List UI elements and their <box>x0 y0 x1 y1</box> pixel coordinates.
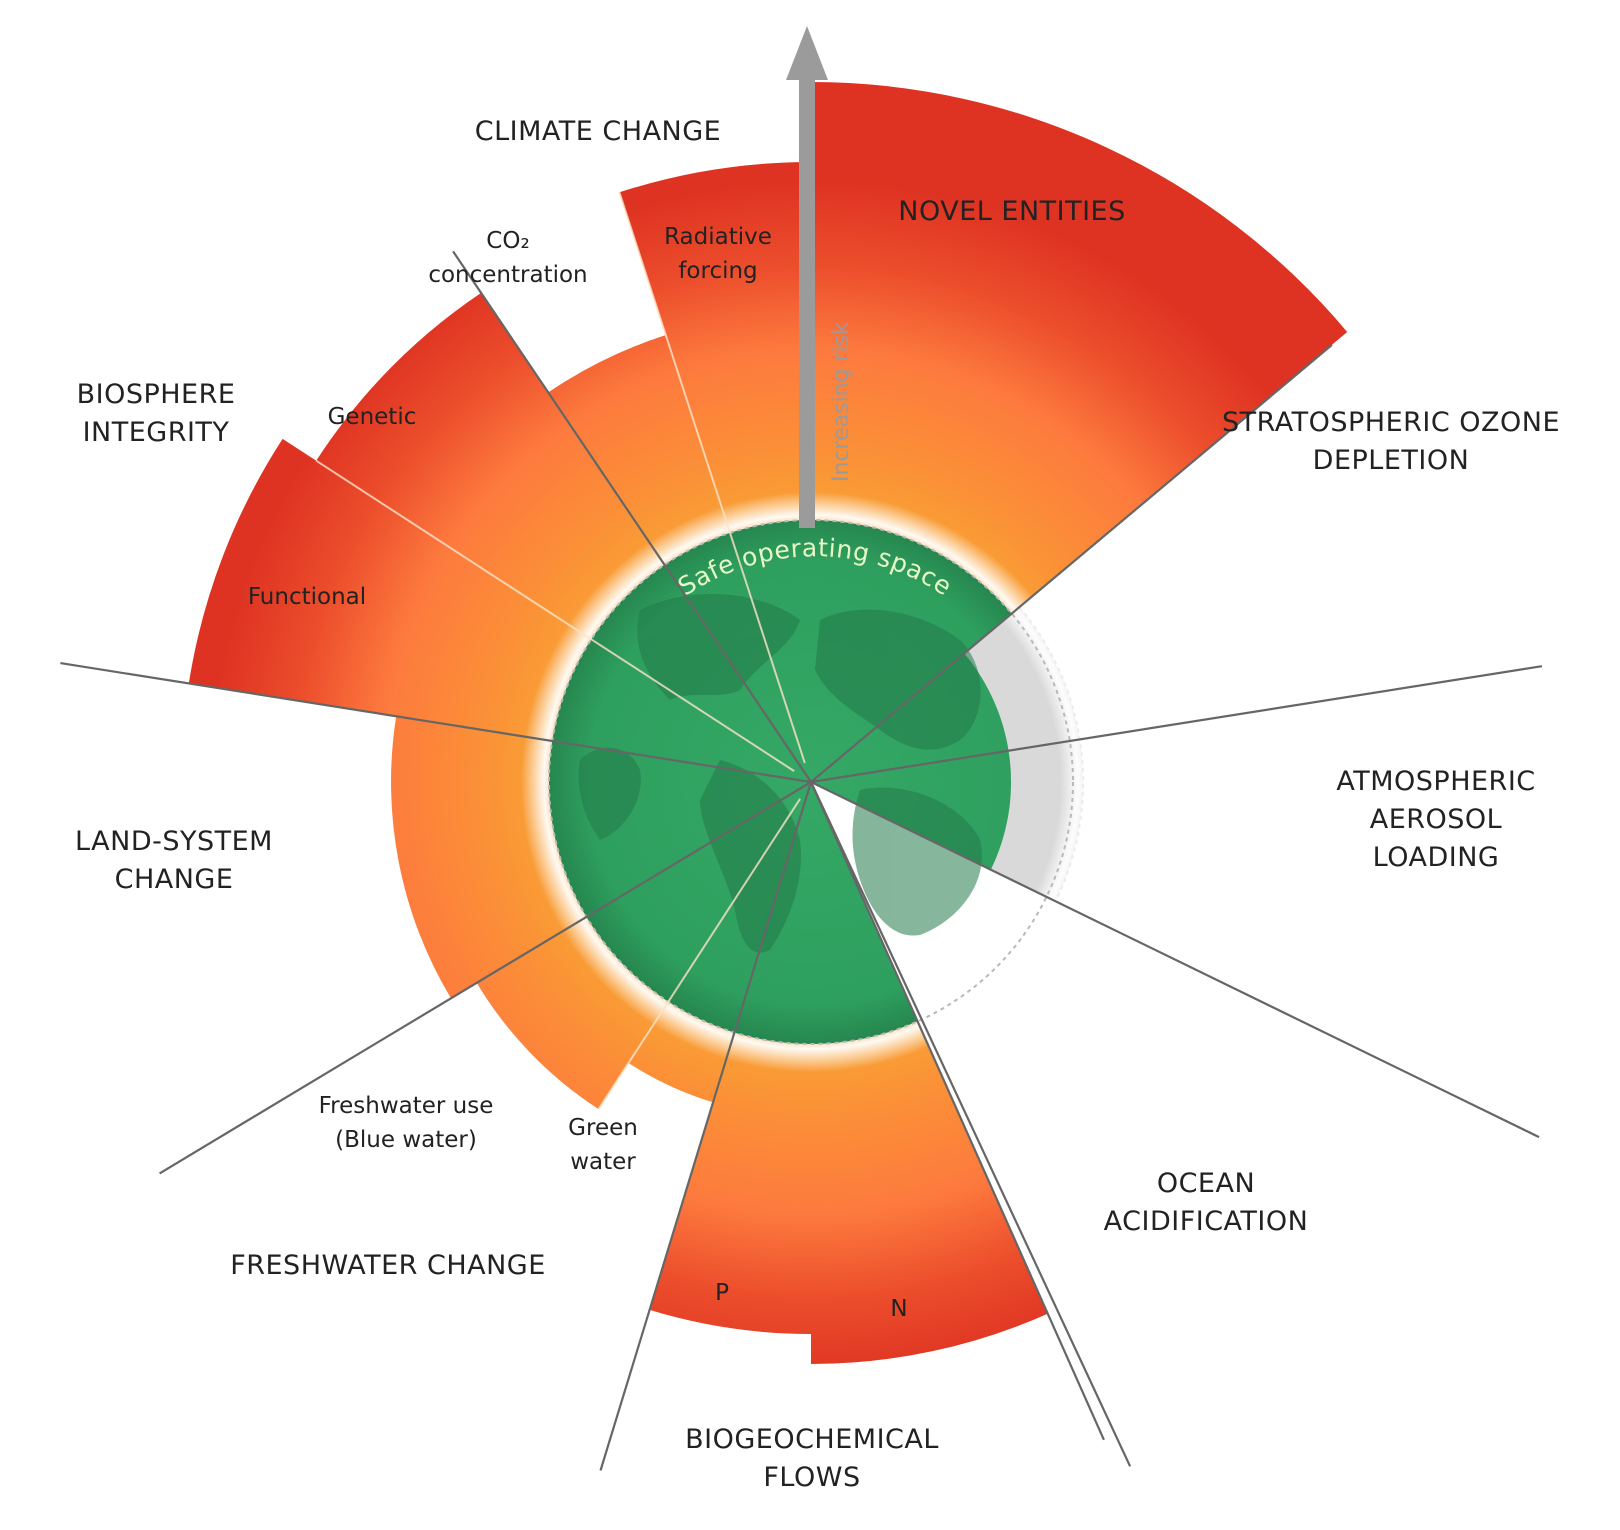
label-climate-change-line: CLIMATE CHANGE <box>475 116 721 147</box>
label-biogeochemical-flows-line: FLOWS <box>763 1462 860 1493</box>
risk-wedge-genetic <box>316 292 668 642</box>
sublabel-nitrogen-line: N <box>890 1296 907 1322</box>
label-atmospheric-aerosol-loading-line: ATMOSPHERIC <box>1336 766 1535 797</box>
sublabel-freshwater-use-blue-water-line: Freshwater use <box>319 1093 494 1119</box>
label-climate-change: CLIMATE CHANGE <box>475 116 721 147</box>
increasing-risk-arrow-icon <box>786 26 828 528</box>
divider-line-4 <box>810 781 1132 1467</box>
sublabel-functional-line: Functional <box>248 584 366 610</box>
label-land-system-change-line: LAND-SYSTEM <box>75 826 273 857</box>
label-freshwater-change-line: FRESHWATER CHANGE <box>230 1250 546 1281</box>
label-ocean-acidification-line: ACIDIFICATION <box>1104 1206 1309 1237</box>
label-atmospheric-aerosol-loading: ATMOSPHERIC AEROSOL LOADING <box>1336 766 1535 873</box>
sublabel-radiative-forcing-line: forcing <box>678 258 757 284</box>
risk-wedge-novel-entities <box>811 82 1348 617</box>
increasing-risk-label: Increasing risk <box>829 322 854 482</box>
label-atmospheric-aerosol-loading-line: AEROSOL <box>1370 804 1502 835</box>
label-stratospheric-ozone-depletion: STRATOSPHERIC OZONE DEPLETION <box>1222 407 1560 476</box>
risk-wedge-functional <box>188 438 596 742</box>
label-biosphere-integrity-line: INTEGRITY <box>83 417 230 448</box>
divider-line-9 <box>452 250 812 783</box>
sublabel-co2-concentration-line: CO₂ <box>486 228 529 254</box>
divider-line-2 <box>810 665 1543 784</box>
risk-wedge-nitrogen <box>811 1016 1048 1364</box>
divider-line-5 <box>809 781 1105 1441</box>
boundary-dividers <box>60 191 1543 1471</box>
sublabel-freshwater-use-blue-water: Freshwater use (Blue water) <box>319 1093 494 1153</box>
label-stratospheric-ozone-depletion-line: STRATOSPHERIC OZONE <box>1222 407 1560 438</box>
divider-line-7 <box>159 781 812 1175</box>
continents-icon <box>578 593 982 953</box>
sub-divider-line-1 <box>618 191 806 764</box>
label-biosphere-integrity: BIOSPHERE INTEGRITY <box>77 379 236 448</box>
sub-divider-line-3 <box>597 798 801 1110</box>
divider-line-3 <box>810 781 1540 1139</box>
label-novel-entities: NOVEL ENTITIES <box>898 196 1126 227</box>
label-ocean-acidification: OCEAN ACIDIFICATION <box>1104 1168 1309 1237</box>
risk-wedge-co2-concentration <box>548 335 732 569</box>
divider-line-1 <box>810 344 1333 783</box>
label-freshwater-change: FRESHWATER CHANGE <box>230 1250 546 1281</box>
label-land-system-change-line: CHANGE <box>115 864 234 895</box>
sublabel-green-water: Green water <box>568 1115 638 1175</box>
label-novel-entities-line: NOVEL ENTITIES <box>898 196 1126 227</box>
sublabel-freshwater-use-blue-water-line: (Blue water) <box>335 1127 477 1153</box>
sublabel-genetic: Genetic <box>328 404 417 430</box>
divider-line-6 <box>599 781 813 1471</box>
label-biogeochemical-flows: BIOGEOCHEMICAL FLOWS <box>685 1424 939 1493</box>
label-land-system-change: LAND-SYSTEM CHANGE <box>75 826 273 895</box>
label-atmospheric-aerosol-loading-line: LOADING <box>1373 842 1500 873</box>
divider-line-8 <box>60 662 812 784</box>
label-ocean-acidification-line: OCEAN <box>1157 1168 1255 1199</box>
sublabel-co2-concentration: CO₂ concentration <box>428 228 587 288</box>
sub-divider-line-2 <box>315 459 795 772</box>
sublabel-genetic-line: Genetic <box>328 404 417 430</box>
sublabel-green-water-line: water <box>570 1149 636 1175</box>
sublabel-radiative-forcing-line: Radiative <box>664 224 772 250</box>
sublabel-radiative-forcing: Radiative forcing <box>664 224 772 284</box>
sublabel-functional: Functional <box>248 584 366 610</box>
label-biogeochemical-flows-line: BIOGEOCHEMICAL <box>685 1424 939 1455</box>
sublabel-phosphorus: P <box>715 1280 729 1306</box>
label-stratospheric-ozone-depletion-line: DEPLETION <box>1313 445 1470 476</box>
risk-wedge-phosphorus <box>649 1027 811 1334</box>
risk-wedge-radiative-forcing <box>619 161 811 538</box>
sublabel-green-water-line: Green <box>568 1115 638 1141</box>
label-biosphere-integrity-line: BIOSPHERE <box>77 379 236 410</box>
risk-wedges <box>188 82 1348 1364</box>
sub-boundary-labels: CO₂ concentration Radiative forcingGeneticF… <box>248 224 908 1322</box>
sublabel-nitrogen: N <box>890 1296 907 1322</box>
sublabel-co2-concentration-line: concentration <box>428 262 587 288</box>
sublabel-phosphorus-line: P <box>715 1280 729 1306</box>
boundary-labels: CLIMATE CHANGE NOVEL ENTITIES STRATOSPHERI… <box>75 116 1560 1493</box>
